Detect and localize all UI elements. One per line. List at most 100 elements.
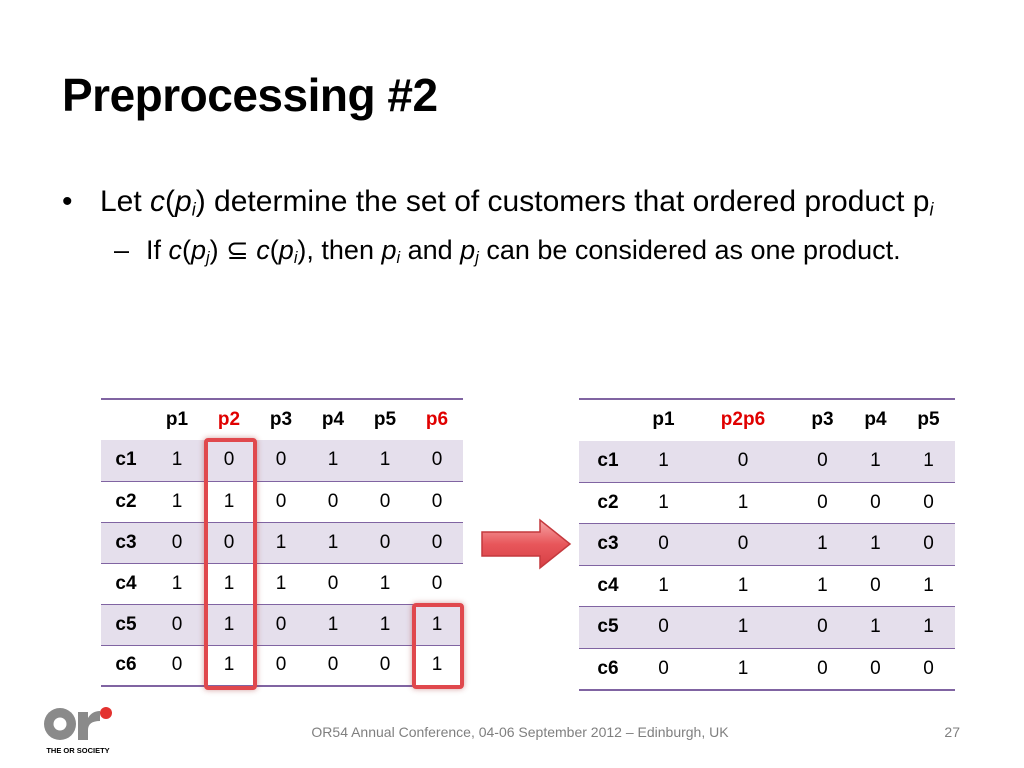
table-header-cell: p5 bbox=[373, 409, 397, 430]
table-cell: 0 bbox=[795, 440, 849, 482]
math-subscript: i bbox=[191, 199, 196, 220]
table-cell: 0 bbox=[870, 491, 881, 513]
table-cell: 0 bbox=[255, 604, 307, 645]
bullet-item-1: • Let c(pi) determine the set of custome… bbox=[62, 180, 982, 224]
table-header-row: p1 p2 p3 p4 p5 p6 bbox=[101, 399, 463, 440]
table-cell: 0 bbox=[151, 604, 203, 645]
table-cell: 1 bbox=[379, 572, 391, 594]
table-cell: 1 bbox=[223, 490, 235, 512]
math-p: p bbox=[175, 185, 192, 218]
table-cell: 0 bbox=[817, 657, 828, 679]
table-cell: 0 bbox=[203, 440, 255, 481]
table-cell: 0 bbox=[637, 523, 690, 565]
table-cell: 1 bbox=[901, 440, 955, 482]
bullet-marker: • bbox=[62, 185, 73, 218]
table-cell: 0 bbox=[923, 657, 934, 679]
table-header-cell: p3 bbox=[269, 409, 293, 430]
table-cell: 1 bbox=[151, 440, 203, 481]
table-cell: 1 bbox=[901, 606, 955, 648]
table-header-cell: p3 bbox=[811, 409, 834, 431]
table-cell: 1 bbox=[307, 604, 359, 645]
table-cell: 1 bbox=[658, 491, 669, 513]
table-header-cell-highlight: p6 bbox=[425, 409, 449, 430]
right-arrow-icon bbox=[481, 518, 572, 570]
bullet-text: ) ⊆ bbox=[209, 235, 257, 265]
table-cell: 0 bbox=[431, 572, 443, 594]
table-cell: 0 bbox=[255, 440, 307, 481]
table-cell: 1 bbox=[223, 654, 235, 676]
table-cell: 0 bbox=[870, 574, 881, 596]
table-cell: 0 bbox=[379, 654, 391, 676]
table-cell: 0 bbox=[795, 606, 849, 648]
math-p: p bbox=[381, 235, 397, 265]
table-cell: 0 bbox=[690, 523, 796, 565]
row-label: c2 bbox=[597, 491, 619, 513]
slide-title: Preprocessing #2 bbox=[62, 69, 438, 121]
math-c: c bbox=[256, 235, 270, 265]
math-p: p bbox=[191, 235, 207, 265]
table-header-cell-highlight: p2p6 bbox=[720, 409, 766, 431]
table-cell: 1 bbox=[307, 522, 359, 563]
table-cell: 1 bbox=[431, 654, 443, 676]
math-subscript: i bbox=[293, 249, 298, 268]
table-header-cell-highlight: p2 bbox=[217, 409, 241, 430]
table-cell: 0 bbox=[431, 490, 443, 512]
row-label: c5 bbox=[101, 604, 151, 645]
table-cell: 1 bbox=[737, 491, 749, 513]
table-cell: 0 bbox=[690, 440, 796, 482]
math-subscript: j bbox=[206, 249, 210, 268]
math-subscript: i bbox=[929, 199, 934, 220]
table-cell: 0 bbox=[817, 491, 828, 513]
table-cell: 0 bbox=[870, 657, 881, 679]
highlight-box-p2-column bbox=[204, 438, 257, 690]
table-header-cell: p4 bbox=[864, 409, 887, 431]
row-label: c3 bbox=[579, 523, 637, 565]
table-cell: 0 bbox=[658, 657, 669, 679]
highlight-box-p6-cells bbox=[412, 603, 464, 689]
row-label: c6 bbox=[115, 654, 137, 676]
table-cell: 1 bbox=[737, 574, 749, 596]
table-cell: 1 bbox=[923, 574, 934, 596]
table-cell: 0 bbox=[327, 572, 339, 594]
bullet-text: ( bbox=[165, 185, 176, 218]
row-label: c1 bbox=[579, 440, 637, 482]
table-cell: 1 bbox=[255, 522, 307, 563]
table-cell: 1 bbox=[307, 440, 359, 481]
bullet-text: If bbox=[146, 235, 169, 265]
bullet-text: ) determine the set of customers that or… bbox=[195, 185, 930, 218]
table-cell: 1 bbox=[223, 572, 235, 594]
table-cell: 1 bbox=[637, 440, 690, 482]
table-cell: 0 bbox=[901, 523, 955, 565]
table-cell: 0 bbox=[327, 654, 339, 676]
table-cell: 1 bbox=[658, 574, 669, 596]
math-subscript: i bbox=[396, 249, 401, 268]
table-cell: 1 bbox=[171, 572, 183, 594]
table-cell: 0 bbox=[151, 522, 203, 563]
math-c: c bbox=[168, 235, 183, 265]
row-label: c4 bbox=[115, 572, 137, 594]
logo-text: THE OR SOCIETY bbox=[46, 746, 109, 755]
table-cell: 1 bbox=[737, 657, 749, 679]
footer-text: OR54 Annual Conference, 04-06 September … bbox=[311, 724, 729, 740]
bullet-text: Let bbox=[100, 185, 151, 218]
bullet-text: ( bbox=[269, 235, 279, 265]
table-cell: 0 bbox=[359, 522, 411, 563]
table-header-cell: p4 bbox=[321, 409, 345, 430]
row-label: c2 bbox=[115, 490, 137, 512]
math-subscript: j bbox=[475, 249, 479, 268]
table-cell: 1 bbox=[203, 604, 255, 645]
table-cell: 1 bbox=[848, 440, 902, 482]
math-p: p bbox=[460, 235, 476, 265]
table-cell: 0 bbox=[379, 490, 391, 512]
